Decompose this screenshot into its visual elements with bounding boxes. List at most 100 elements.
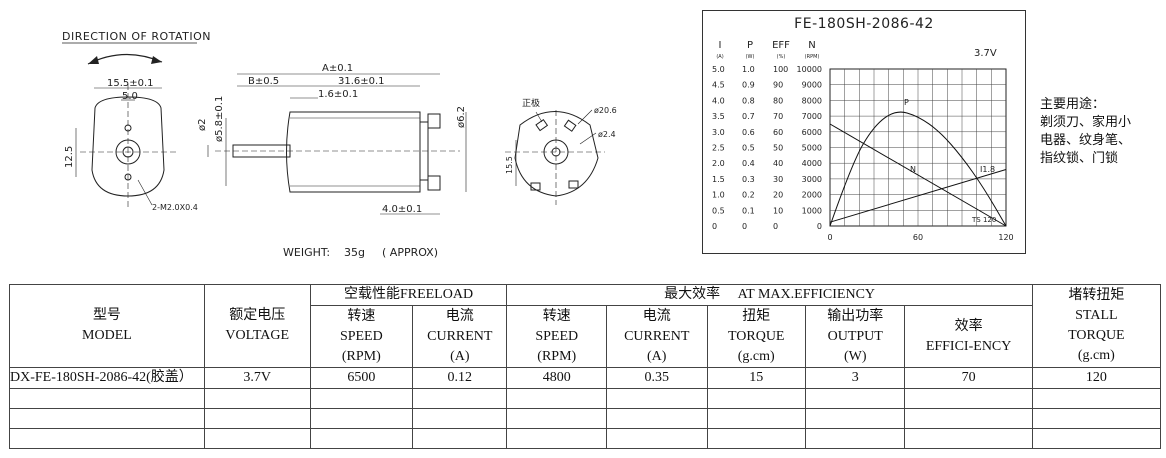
dim-screw: 2-M2.0X0.4 xyxy=(152,203,198,212)
scale-tick-n: 5000 xyxy=(802,144,822,153)
curve-label-i: I1.8 xyxy=(980,165,995,174)
dim-15-5-rear: 15.5 xyxy=(505,156,514,174)
dim-phi6-2: ø6.2 xyxy=(456,106,467,128)
scale-tick-i: 3.5 xyxy=(712,112,725,121)
scale-tick-eff: 0 xyxy=(773,222,778,231)
scale-tick-p: 0.9 xyxy=(742,81,755,90)
dim-phi2: ø2 xyxy=(197,119,208,131)
scale-tick-n: 7000 xyxy=(802,112,822,121)
dim-phi2-4: ø2.4 xyxy=(598,130,616,139)
scale-tick-n: 1000 xyxy=(802,206,822,215)
cell-stall: 120 xyxy=(1031,367,1162,389)
scale-unit: (RPM) xyxy=(805,54,820,60)
uses-line: 指纹锁、门锁 xyxy=(1040,151,1119,166)
scale-tick-n: 0 xyxy=(817,222,822,231)
table-row: DX-FE-180SH-2086-42(胶盖） 3.7V 6500 0.12 4… xyxy=(9,367,1162,389)
table-row xyxy=(9,428,1162,449)
cell-efficiency: 70 xyxy=(904,367,1033,389)
curve-label-p: P xyxy=(904,98,909,107)
scale-tick-p: 0.7 xyxy=(742,112,755,121)
cell-voltage: 3.7V xyxy=(203,367,311,389)
cell-output: 3 xyxy=(804,367,906,389)
dim-b: B±0.5 xyxy=(248,76,279,87)
dim-phi20-6: ø20.6 xyxy=(594,106,617,115)
scale-tick-eff: 30 xyxy=(773,175,783,184)
chart-title: FE-180SH-2086-42 xyxy=(794,16,934,32)
scale-tick-i: 1.5 xyxy=(712,175,725,184)
scale-tick-p: 0.6 xyxy=(742,128,755,137)
scale-tick-n: 8000 xyxy=(802,96,822,105)
scale-tick-p: 1.0 xyxy=(742,65,755,74)
scale-unit: (A) xyxy=(716,54,723,60)
scale-header: P xyxy=(747,40,753,51)
direction-label: DIRECTION OF ROTATION xyxy=(62,30,211,43)
uses-line: 剃须刀、家用小 xyxy=(1040,115,1132,130)
chart-voltage: 3.7V xyxy=(974,48,997,59)
scale-header: I xyxy=(719,40,722,51)
header-max-efficiency: 最大效率 AT MAX.EFFICIENCY xyxy=(506,284,1033,306)
scale-tick-p: 0.5 xyxy=(742,144,755,153)
cell-model: DX-FE-180SH-2086-42(胶盖） xyxy=(9,367,205,389)
motor-drawing: DIRECTION OF ROTATION 15.5±0.1 5.0 12.5 … xyxy=(62,30,617,259)
scale-tick-i: 5.0 xyxy=(712,65,725,74)
scale-header: N xyxy=(808,40,815,51)
side-view xyxy=(207,73,467,215)
table-row xyxy=(9,408,1162,429)
front-view xyxy=(75,84,176,210)
cell-current-maxeff: 0.35 xyxy=(605,367,708,389)
x-tick-label: 120 xyxy=(998,233,1013,242)
dim-12-5: 12.5 xyxy=(64,146,75,168)
cell-torque: 15 xyxy=(706,367,806,389)
scale-tick-eff: 90 xyxy=(773,81,783,90)
dim-5-0: 5.0 xyxy=(122,91,138,102)
table-row xyxy=(9,388,1162,409)
scale-tick-eff: 20 xyxy=(773,191,783,200)
scale-tick-i: 1.0 xyxy=(712,191,725,200)
rotation-arrow-icon xyxy=(87,53,163,65)
scale-tick-i: 2.0 xyxy=(712,159,725,168)
cell-speed-maxeff: 4800 xyxy=(506,367,607,389)
curve-n xyxy=(829,123,1007,227)
scale-tick-p: 0.8 xyxy=(742,96,755,105)
scale-tick-n: 3000 xyxy=(802,175,822,184)
rear-view xyxy=(505,109,605,205)
cell-speed-freeload: 6500 xyxy=(309,367,414,389)
weight-value: 35g xyxy=(344,246,365,259)
scale-tick-eff: 50 xyxy=(773,144,783,153)
scale-tick-n: 6000 xyxy=(802,128,822,137)
dim-4-0: 4.0±0.1 xyxy=(382,204,422,215)
curve-p xyxy=(829,111,1007,227)
dim-15-5: 15.5±0.1 xyxy=(107,78,154,89)
scale-header: EFF xyxy=(772,40,790,51)
header-freeload: 空载性能FREELOAD xyxy=(309,284,508,306)
scale-unit: (%) xyxy=(777,54,786,60)
scale-tick-p: 0.1 xyxy=(742,206,755,215)
x-tick-label: 0 xyxy=(827,233,832,242)
cell-current-freeload: 0.12 xyxy=(412,367,508,389)
scale-tick-n: 9000 xyxy=(802,81,822,90)
scale-tick-n: 10000 xyxy=(797,65,822,74)
scale-tick-p: 0 xyxy=(742,222,747,231)
dim-31-6: 31.6±0.1 xyxy=(338,76,385,87)
scale-tick-n: 4000 xyxy=(802,159,822,168)
curve-label-ts: TS 120 xyxy=(971,216,996,224)
uses-line: 电器、纹身笔、 xyxy=(1040,133,1132,148)
scale-tick-n: 2000 xyxy=(802,191,822,200)
weight-note: ( APPROX) xyxy=(382,246,438,259)
x-tick-label: 60 xyxy=(913,233,923,242)
scale-tick-p: 0.2 xyxy=(742,191,755,200)
dim-phi5-8: ø5.8±0.1 xyxy=(214,96,225,142)
curve-label-n: N xyxy=(910,165,916,174)
dim-1-6: 1.6±0.1 xyxy=(318,89,358,100)
scale-tick-eff: 10 xyxy=(773,206,783,215)
scale-tick-eff: 80 xyxy=(773,96,783,105)
